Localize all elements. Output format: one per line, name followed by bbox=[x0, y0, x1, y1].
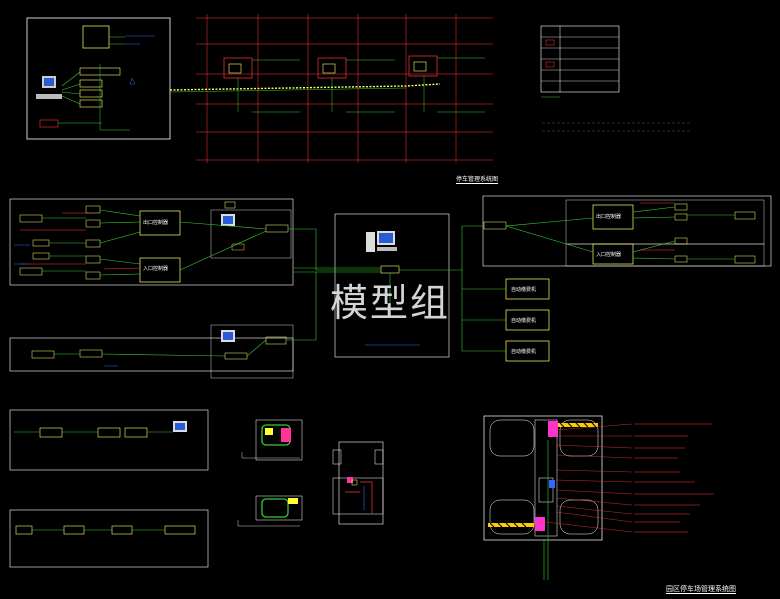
parking-system-title: 停车管理系统图 bbox=[456, 174, 499, 184]
legend-table bbox=[540, 25, 690, 132]
floor-grid bbox=[196, 14, 493, 163]
entry-controller-label: 入口控制器 bbox=[143, 266, 169, 272]
control-room-panel bbox=[26, 17, 171, 140]
lane-layout-title-text: 园区停车场管理系统图 bbox=[666, 585, 736, 594]
floor-devices bbox=[169, 55, 485, 113]
lane-layout-title: 园区停车场管理系统图 bbox=[666, 584, 736, 594]
lane-frames bbox=[9, 409, 209, 568]
server-computer-icon bbox=[366, 231, 397, 252]
auto-pay-machine-1: 自动缴费机 bbox=[511, 287, 537, 293]
system-diagram bbox=[9, 195, 772, 379]
parking-system-title-text: 停车管理系统图 bbox=[456, 176, 499, 184]
watermark-text: 模型组 bbox=[330, 281, 451, 325]
exit-controller-label: 出口控制器 bbox=[143, 220, 169, 226]
vehicle-plans bbox=[237, 419, 384, 527]
exit-controller-right-label: 出口控制器 bbox=[596, 214, 622, 220]
lane-layout bbox=[483, 415, 714, 580]
workstation-icon bbox=[36, 76, 62, 99]
auto-pay-machine-3: 自动缴费机 bbox=[511, 349, 537, 355]
entry-controller-right-label: 入口控制器 bbox=[596, 252, 622, 258]
auto-pay-machine-2: 自动缴费机 bbox=[511, 318, 537, 324]
